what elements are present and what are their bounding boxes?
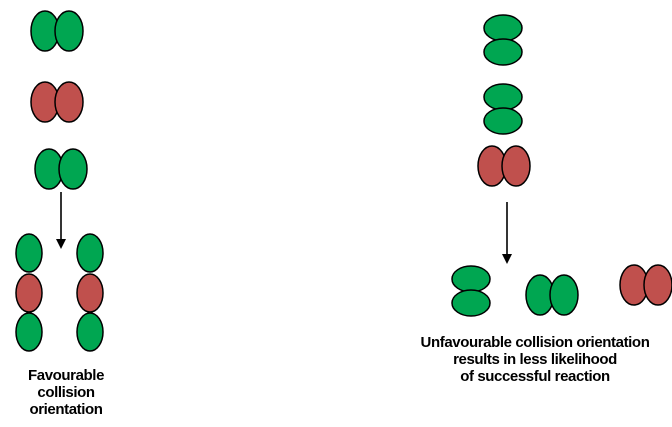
green-atom bbox=[451, 289, 491, 317]
caption-line: results in less likelihood bbox=[453, 351, 617, 368]
red-atom bbox=[54, 81, 84, 123]
unfavourable-caption: Unfavourable collision orientation resul… bbox=[404, 334, 666, 385]
green-atom bbox=[483, 14, 523, 42]
green-atom bbox=[15, 233, 43, 273]
red-atom bbox=[76, 273, 104, 313]
caption-line: of successful reaction bbox=[460, 368, 610, 385]
favourable-caption: Favourable collision orientation bbox=[0, 367, 132, 418]
caption-line: orientation bbox=[29, 401, 103, 418]
red-atom bbox=[15, 273, 43, 313]
left-red-molecule bbox=[30, 81, 84, 123]
green-atom bbox=[54, 10, 84, 52]
green-atom bbox=[58, 148, 88, 190]
green-atom bbox=[76, 312, 104, 352]
green-atom bbox=[451, 265, 491, 293]
right-product-green-horizontal bbox=[525, 274, 579, 316]
right-product-green-vertical bbox=[451, 265, 491, 317]
caption-line: Unfavourable collision orientation bbox=[420, 334, 650, 351]
green-atom bbox=[483, 107, 523, 135]
green-atom bbox=[76, 233, 104, 273]
right-green-molecule-middle bbox=[483, 83, 523, 135]
left-product-chain-2 bbox=[76, 233, 104, 352]
left-product-chain-1 bbox=[15, 233, 43, 352]
right-green-molecule-top bbox=[483, 14, 523, 66]
left-green-molecule-bottom bbox=[34, 148, 88, 190]
right-red-molecule bbox=[477, 145, 531, 187]
green-atom bbox=[549, 274, 579, 316]
red-atom bbox=[501, 145, 531, 187]
red-atom bbox=[643, 264, 672, 306]
green-atom bbox=[483, 83, 523, 111]
right-product-red-horizontal bbox=[619, 264, 672, 306]
green-atom bbox=[483, 38, 523, 66]
green-atom bbox=[15, 312, 43, 352]
caption-line: Favourable bbox=[27, 367, 105, 384]
caption-line: collision bbox=[37, 384, 95, 401]
left-green-molecule-top bbox=[30, 10, 84, 52]
